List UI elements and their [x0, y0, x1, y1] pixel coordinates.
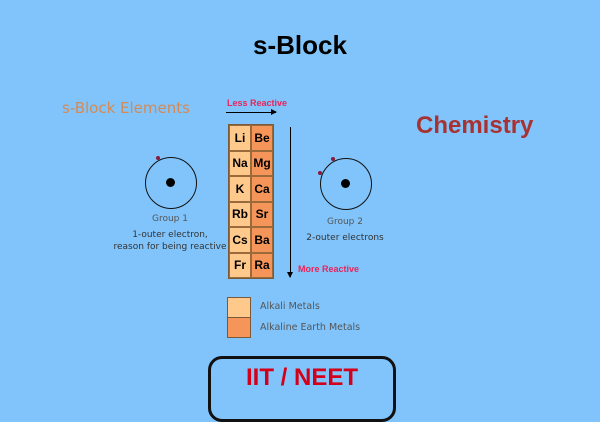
element-cell: Ba — [251, 227, 273, 253]
group1-label: Group 1 — [152, 214, 188, 224]
element-cell: K — [229, 176, 251, 202]
group2-label: Group 2 — [327, 217, 363, 227]
element-cell: Mg — [251, 150, 273, 176]
element-cell: Ra — [251, 252, 273, 278]
down-arrow-icon — [287, 127, 293, 278]
banner-text: IIT / NEET — [245, 364, 358, 391]
group2-desc: 2-outer electrons — [306, 233, 384, 243]
nucleus-icon — [341, 179, 350, 188]
electron-icon — [331, 157, 335, 161]
group1-desc-2: reason for being reactive — [113, 242, 227, 252]
element-cell: Rb — [229, 201, 251, 227]
legend-alkaline-earth: Alkaline Earth Metals — [260, 322, 361, 333]
element-cell: Na — [229, 150, 251, 176]
periodic-table-s-block: Li Be Na Mg K Ca Rb Sr Cs Ba Fr Ra — [228, 124, 274, 279]
group2-atom-icon — [320, 158, 372, 210]
electron-icon — [156, 156, 160, 160]
element-cell: Li — [229, 125, 251, 151]
more-reactive-label: More Reactive — [298, 264, 360, 274]
page-title: s-Block — [253, 30, 347, 60]
section-heading: s-Block Elements — [62, 99, 190, 117]
element-cell: Fr — [229, 252, 251, 278]
group1-atom-icon — [145, 157, 197, 209]
right-arrow-icon — [226, 109, 277, 115]
element-cell: Cs — [229, 227, 251, 253]
electron-icon — [318, 171, 322, 175]
legend-swatch-alkaline-earth — [227, 317, 251, 338]
group1-desc-1: 1-outer electron, — [132, 230, 208, 240]
subject-label: Chemistry — [416, 112, 534, 139]
legend-alkali: Alkali Metals — [260, 301, 320, 312]
element-cell: Ca — [251, 176, 273, 202]
element-cell: Sr — [251, 201, 273, 227]
nucleus-icon — [166, 178, 175, 187]
element-cell: Be — [251, 125, 273, 151]
less-reactive-label: Less Reactive — [227, 98, 288, 108]
legend-swatch-alkali — [227, 297, 251, 318]
